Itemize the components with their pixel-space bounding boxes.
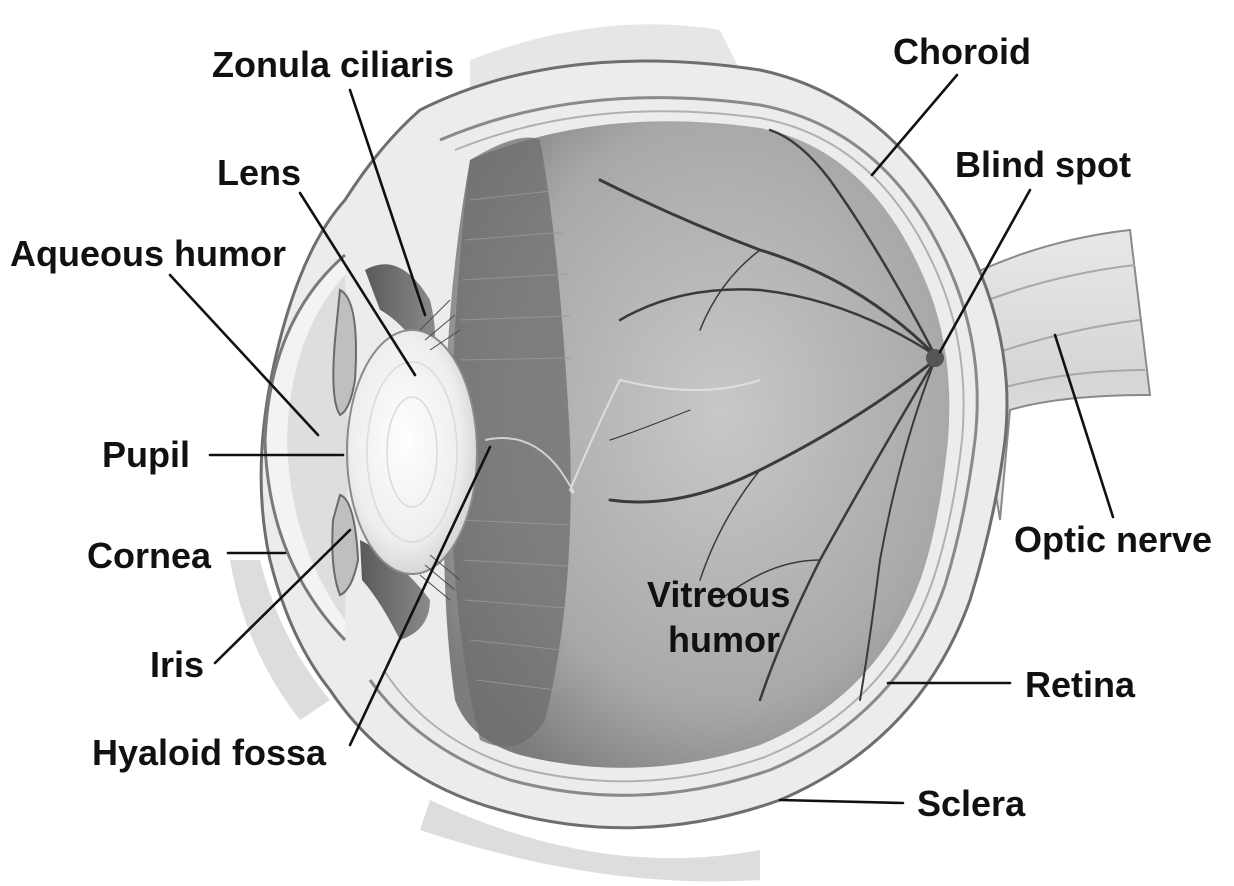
- label-retina: Retina: [1025, 664, 1136, 705]
- label-zonula-ciliaris: Zonula ciliaris: [212, 44, 454, 85]
- label-blind-spot: Blind spot: [955, 144, 1131, 185]
- label-lens: Lens: [217, 152, 301, 193]
- label-hyaloid-fossa: Hyaloid fossa: [92, 732, 327, 773]
- label-pupil: Pupil: [102, 434, 190, 475]
- lens-shape: [347, 330, 477, 574]
- leader-sclera: [780, 800, 903, 803]
- label-aqueous-humor: Aqueous humor: [10, 233, 286, 274]
- label-cornea: Cornea: [87, 535, 212, 576]
- leader-choroid: [872, 75, 957, 175]
- label-vitreous-humor-line1: Vitreous: [647, 574, 790, 615]
- label-vitreous-humor-line2: humor: [668, 619, 780, 660]
- label-iris: Iris: [150, 644, 204, 685]
- label-choroid: Choroid: [893, 31, 1031, 72]
- label-sclera: Sclera: [917, 783, 1026, 824]
- label-optic-nerve: Optic nerve: [1014, 519, 1212, 560]
